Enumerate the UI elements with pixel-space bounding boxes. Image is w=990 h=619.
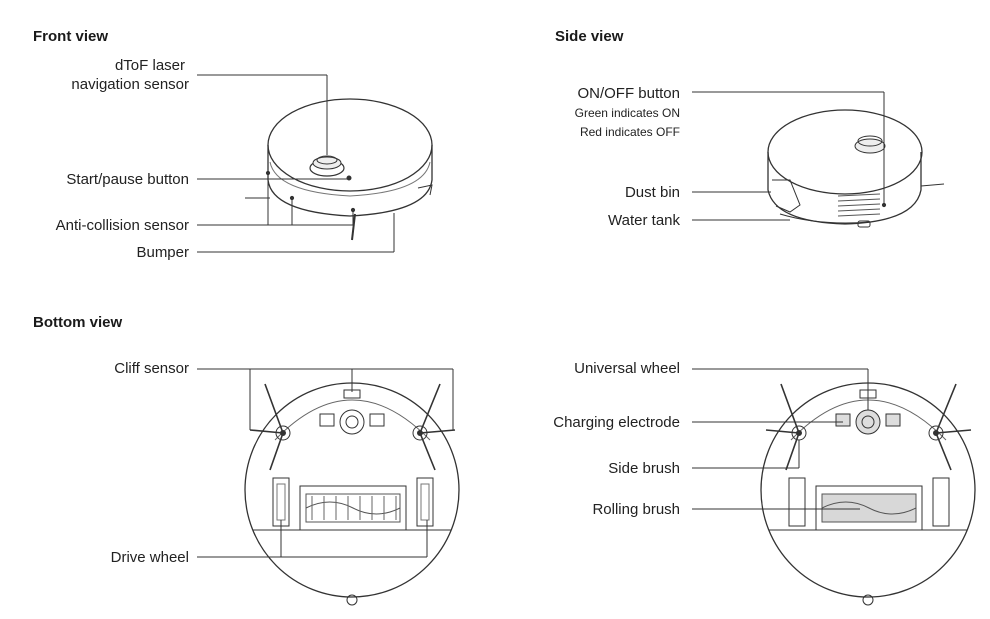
side-leader-lines <box>692 91 887 221</box>
bottom-view-title: Bottom view <box>33 314 123 331</box>
label-start-pause: Start/pause button <box>66 171 189 188</box>
label-laser-line1: dToF laser <box>114 57 185 74</box>
label-laser-line2: navigation sensor <box>71 76 189 93</box>
label-charging-electrode: Charging electrode <box>553 414 680 431</box>
bottom-right-leader-lines <box>692 368 869 510</box>
label-water-tank: Water tank <box>608 212 680 229</box>
label-rolling-brush: Rolling brush <box>592 501 680 518</box>
label-green-note: Green indicates ON <box>574 106 680 120</box>
label-drive-wheel: Drive wheel <box>110 549 189 566</box>
label-side-brush: Side brush <box>608 460 680 477</box>
label-red-note: Red indicates OFF <box>579 125 680 139</box>
bottom-right-robot <box>760 382 976 606</box>
front-view-robot <box>245 98 433 241</box>
label-dust-bin: Dust bin <box>624 184 680 201</box>
label-cliff-sensor: Cliff sensor <box>114 360 189 377</box>
label-bumper: Bumper <box>136 244 189 261</box>
front-view-title: Front view <box>33 28 109 45</box>
side-view-title: Side view <box>555 28 624 45</box>
label-anti-collision: Anti-collision sensor <box>55 217 189 234</box>
front-leader-lines <box>197 74 395 253</box>
label-on-off: ON/OFF button <box>577 85 680 102</box>
bottom-left-robot <box>244 382 460 606</box>
bottom-left-leader-lines <box>197 368 454 558</box>
side-view-robot <box>767 109 945 228</box>
label-universal-wheel: Universal wheel <box>574 360 680 377</box>
